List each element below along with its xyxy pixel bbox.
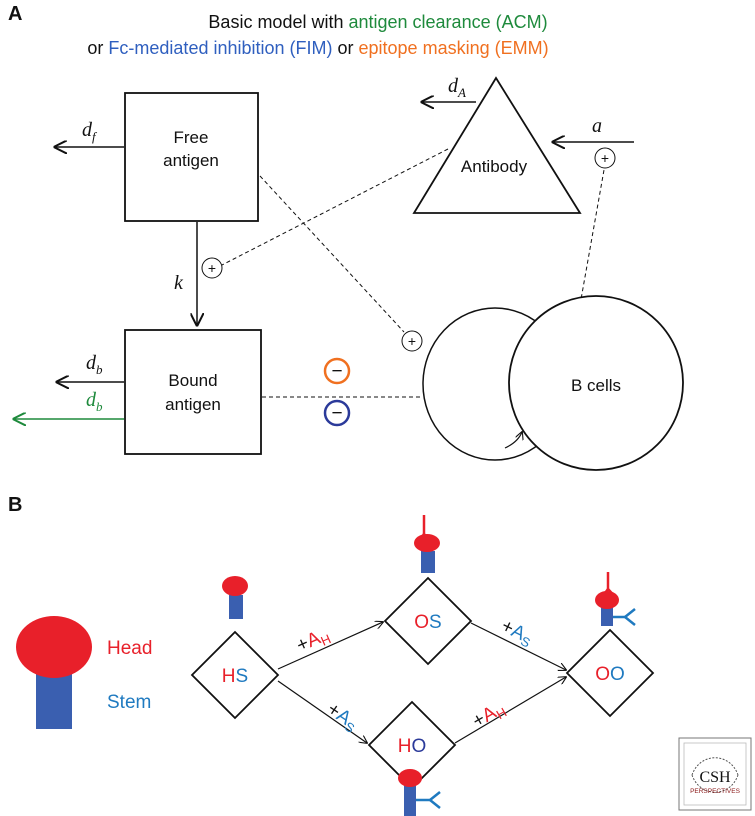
arrow-hs-to-os bbox=[277, 622, 383, 670]
minus-circle-emm bbox=[323, 357, 351, 385]
arrow-os-to-oo bbox=[470, 622, 566, 670]
state-hs-diamond bbox=[190, 630, 280, 720]
state-hs-label: HS bbox=[222, 666, 248, 687]
arrow-ho-to-oo bbox=[454, 677, 566, 744]
db-label-black: db bbox=[86, 352, 103, 377]
minus-fim: − bbox=[331, 403, 342, 424]
antibody-label: Antibody bbox=[461, 157, 528, 176]
bcells-proliferation-arrow bbox=[504, 432, 522, 449]
bound-antigen-label-1: Bound bbox=[168, 371, 217, 390]
title-prefix: Basic model with bbox=[208, 12, 348, 32]
minus-emm: − bbox=[331, 361, 342, 382]
bcells-label: B cells bbox=[571, 376, 621, 395]
a-label: a bbox=[592, 115, 602, 137]
dashed-free-to-bcells bbox=[259, 175, 405, 333]
title-or2: or bbox=[333, 38, 359, 58]
state-oo-diamond bbox=[565, 628, 655, 718]
ho-icon bbox=[398, 769, 441, 816]
title-emm: epitope masking (EMM) bbox=[359, 38, 549, 58]
free-antigen-box bbox=[124, 92, 259, 222]
csh-perspectives-logo: CSH PERSPECTIVES bbox=[678, 737, 752, 811]
free-antigen-label-1: Free bbox=[174, 128, 209, 147]
dashed-antibody-to-k bbox=[221, 148, 449, 266]
hs-icon-stem bbox=[229, 595, 243, 619]
panel-a-title-line1: Basic model with antigen clearance (ACM) bbox=[208, 12, 547, 32]
dA-label: dA bbox=[448, 75, 466, 100]
plus-circle-k bbox=[201, 257, 223, 279]
arrow-hs-to-ho bbox=[277, 680, 367, 743]
panel-a-letter: A bbox=[8, 3, 22, 25]
plus-k: + bbox=[208, 260, 216, 276]
state-ho-label: HO bbox=[398, 736, 427, 757]
svg-text:CSH: CSH bbox=[699, 769, 731, 786]
antibody-triangle bbox=[412, 76, 582, 214]
svg-text:+AS: +AS bbox=[322, 699, 362, 736]
title-or: or bbox=[87, 38, 108, 58]
plus-bcells: + bbox=[408, 333, 416, 349]
minus-circle-fim bbox=[323, 399, 351, 427]
plus-circle-bcells bbox=[401, 330, 423, 352]
panel-b-letter: B bbox=[8, 494, 22, 516]
state-oo-label: OO bbox=[595, 664, 625, 685]
oo-icon bbox=[595, 572, 636, 626]
dashed-bcells-to-a bbox=[579, 169, 605, 306]
os-icon bbox=[414, 515, 440, 573]
label-hs-ho: +AS bbox=[322, 699, 362, 736]
state-os-diamond bbox=[383, 576, 473, 666]
bcells-front-circle bbox=[508, 295, 684, 471]
legend-head-label: Head bbox=[107, 638, 152, 659]
legend-head-shape bbox=[16, 616, 92, 678]
k-label: k bbox=[174, 272, 184, 294]
plus-a: + bbox=[601, 150, 609, 166]
panel-a-title-line2: or Fc-mediated inhibition (FIM) or epito… bbox=[87, 38, 548, 58]
title-acm: antigen clearance (ACM) bbox=[348, 12, 547, 32]
svg-text:+AH: +AH bbox=[469, 698, 509, 735]
bound-antigen-label-2: antigen bbox=[165, 395, 221, 414]
svg-text:PERSPECTIVES: PERSPECTIVES bbox=[690, 788, 741, 795]
free-antigen-label-2: antigen bbox=[163, 151, 219, 170]
title-fim: Fc-mediated inhibition (FIM) bbox=[108, 38, 332, 58]
bound-antigen-box bbox=[124, 329, 262, 455]
state-os-label: OS bbox=[414, 612, 441, 633]
df-label: df bbox=[82, 119, 98, 144]
hs-icon-head bbox=[222, 576, 248, 596]
db-label-green: db bbox=[86, 389, 103, 414]
plus-circle-a bbox=[594, 147, 616, 169]
legend-stem-label: Stem bbox=[107, 692, 151, 713]
label-ho-oo: +AH bbox=[469, 698, 509, 735]
